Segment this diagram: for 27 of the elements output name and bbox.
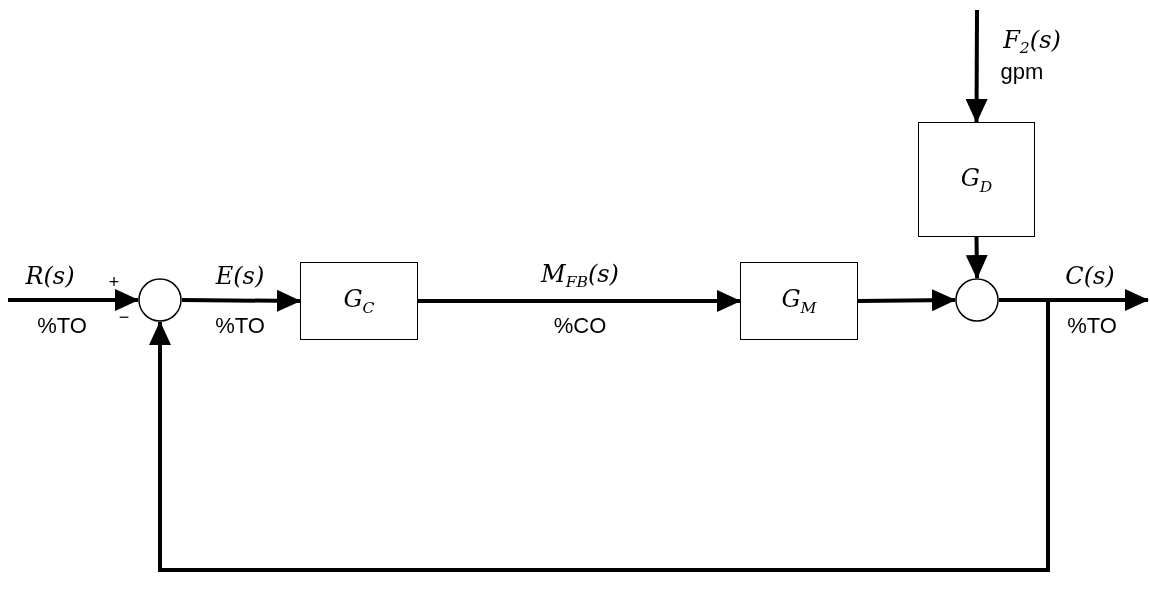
unit-label: %TO [37,313,87,339]
block-label: G$_{M}$ [781,285,817,317]
unit-label: %TO [1067,313,1117,339]
transfer-function-block [300,262,418,340]
signal-arrow [182,289,301,312]
signal-label: R(s) [25,262,75,290]
signal-label: E(s) [215,262,265,290]
unit-label: %TO [215,313,265,339]
transfer-function-block [740,262,858,340]
signal-label: M$_{FB}$(s) [541,260,619,292]
sign: + [108,273,120,293]
summing-junction [955,278,999,322]
signal-arrow [857,289,956,312]
signal-arrow [149,298,1050,572]
signal-arrow [418,290,741,312]
signal-arrow [965,236,988,279]
transfer-function-block [918,122,1035,237]
block-label: G$_{C}$ [343,285,375,317]
signal-label: C(s) [1065,262,1115,290]
summing-junction [138,278,182,322]
block-label: G$_{D}$ [960,163,993,196]
unit-label: gpm [1000,59,1044,85]
unit-label: %CO [553,313,607,339]
signal-arrow [8,289,139,311]
signal-label: F$_{2}$(s) [1003,26,1061,58]
sign: − [118,308,130,328]
signal-arrow [965,10,988,123]
